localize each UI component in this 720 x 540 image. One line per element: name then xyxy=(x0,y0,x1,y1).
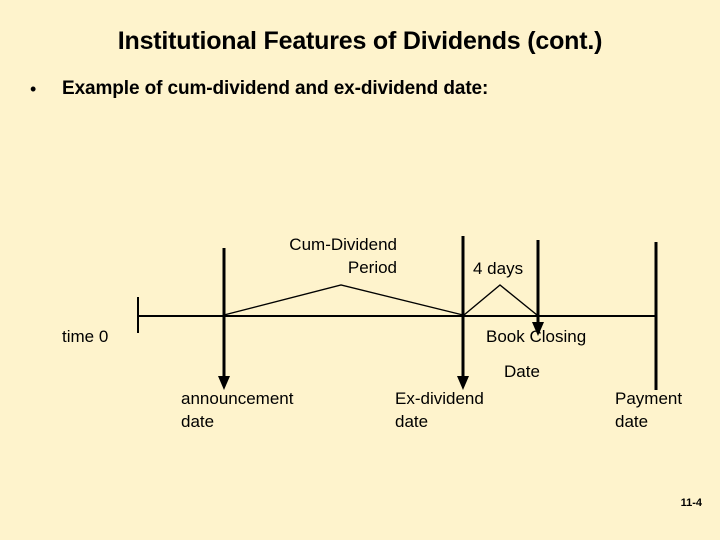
bullet-item: • Example of cum-dividend and ex-dividen… xyxy=(30,76,488,102)
cum-dividend-period-label-line2: Period xyxy=(347,258,397,277)
payment-date-label-line2: date xyxy=(615,412,649,431)
announcement-date-label: announcement date xyxy=(181,387,293,433)
announcement-date-arrow-icon xyxy=(218,376,230,390)
page-title: Institutional Features of Dividends (con… xyxy=(117,27,603,55)
bullet-item-label: Example of cum-dividend and ex-dividend … xyxy=(62,78,489,99)
book-closing-date-label-line1: Book Closing xyxy=(486,327,587,346)
book-closing-date-label-line2: Date xyxy=(504,362,540,381)
ex-dividend-date-label-line1: Ex-dividend xyxy=(395,389,484,408)
book-closing-date-arrow-icon xyxy=(532,322,544,336)
cum-dividend-period-label: Cum-Dividend Period xyxy=(247,233,397,279)
announcement-date-label-line1: announcement xyxy=(181,389,294,408)
payment-date-label: Payment date xyxy=(615,387,682,433)
bullet-point-icon: • xyxy=(30,79,37,99)
four-days-label: 4 days xyxy=(473,259,524,278)
cum-dividend-period-span xyxy=(223,284,464,316)
time-zero-label: time 0 xyxy=(62,327,109,346)
slide-number: 11-4 xyxy=(680,497,702,509)
payment-date-label-line1: Payment xyxy=(615,389,683,408)
ex-dividend-date-label: Ex-dividend date xyxy=(395,387,484,433)
four-days-span xyxy=(463,284,538,316)
announcement-date-label-line2: date xyxy=(181,412,215,431)
cum-dividend-period-label-line1: Cum-Dividend xyxy=(289,235,397,254)
ex-dividend-date-label-line2: date xyxy=(395,412,429,431)
ex-dividend-date-arrow-icon xyxy=(457,376,469,390)
